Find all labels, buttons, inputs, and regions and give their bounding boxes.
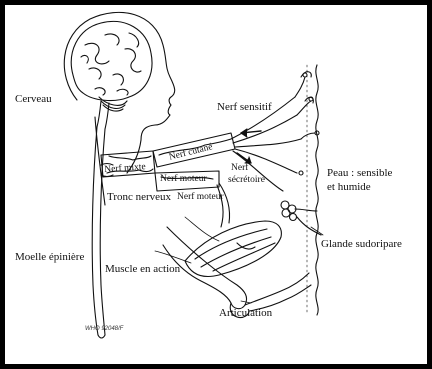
diagram-frame: Cerveau Moelle épinière Nerf sensitif Ne… [5,5,427,364]
muscle [185,221,281,276]
label-nerf-moteur: Nerf moteur [177,192,224,203]
label-moelle-epiniere: Moelle épinière [15,251,84,264]
skin-surface [316,65,318,315]
label-peau-line1: Peau : sensible [327,167,392,180]
motor-nerve-to-muscle [217,183,230,227]
label-nerf-moteur-tube: Nerf moteur [160,174,207,185]
label-articulation: Articulation [219,307,272,320]
label-nerf-sensitif: Nerf sensitif [217,101,272,114]
label-glande-sudoripare: Glande sudoripare [321,238,402,251]
label-nerf-secretoire-line1: Nerf [231,163,248,174]
label-who-code: WHO 92048/F [85,326,123,333]
label-tronc-nerveux: Tronc nerveux [107,191,171,204]
head-outline [64,12,174,140]
articulation [163,227,311,318]
label-peau-line2: et humide [327,181,371,194]
label-nerf-secretoire-line2: sécrétoire [228,175,265,186]
label-cerveau: Cerveau [15,93,52,106]
label-muscle-en-action: Muscle en action [105,263,180,276]
sweat-gland [281,201,317,221]
